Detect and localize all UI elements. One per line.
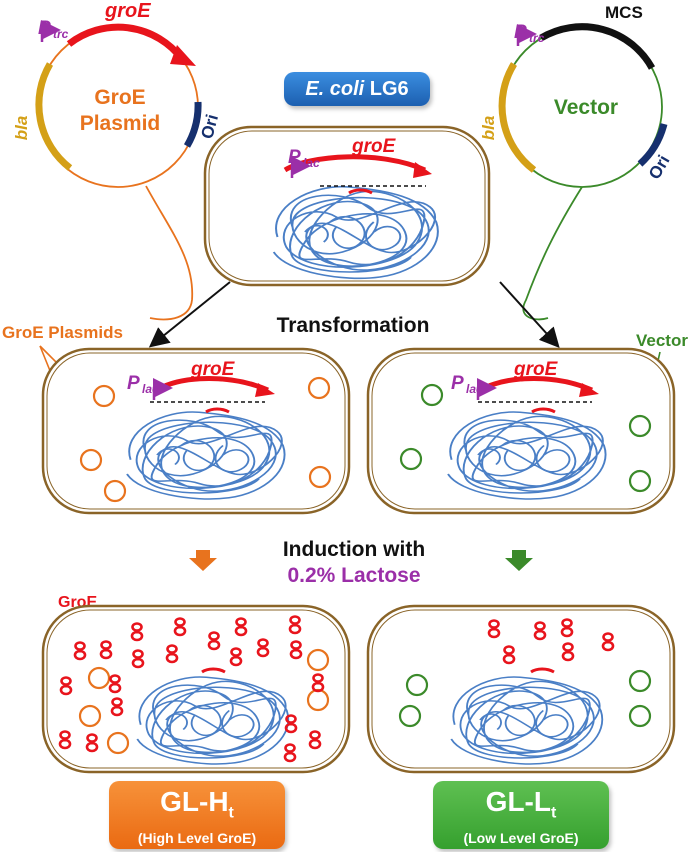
transformation-label: Transformation bbox=[277, 314, 430, 337]
cell-with-groe-plasmids bbox=[41, 347, 351, 515]
cell-gl-ht bbox=[41, 604, 351, 774]
strain-label-gl-ht: GL-Ht (High Level GroE) bbox=[109, 781, 285, 849]
plasmid-bla-label: bla bbox=[12, 116, 31, 141]
midright-promoter-sub: lac bbox=[466, 382, 483, 396]
host-strain-badge: E. coli LG6 bbox=[284, 72, 430, 106]
induction-line1: Induction with bbox=[283, 538, 425, 561]
strain-description: (Low Level GroE) bbox=[463, 829, 579, 846]
vector-connector-line bbox=[522, 186, 583, 321]
cell-gl-lt bbox=[366, 604, 676, 774]
plasmid-promoter-p: P bbox=[38, 18, 51, 39]
groe-plasmid-map bbox=[35, 20, 202, 188]
groe-plasmids-pointer-label: GroE Plasmids bbox=[2, 323, 123, 342]
vector-pointer-label: Vector bbox=[636, 331, 688, 350]
transform-arrow-right bbox=[499, 281, 560, 348]
transform-arrow-left bbox=[148, 281, 231, 348]
host-promoter-sub: lac bbox=[303, 156, 320, 170]
midleft-promoter-sub: lac bbox=[142, 382, 159, 396]
midleft-groe-label: groE bbox=[190, 359, 236, 380]
vector-promoter-sub: trc bbox=[529, 31, 545, 45]
host-species-label: E. coli bbox=[305, 78, 365, 100]
induction-line2: 0.2% Lactose bbox=[287, 564, 420, 587]
plasmid-connector-line bbox=[145, 185, 194, 321]
midleft-promoter-p: P bbox=[127, 373, 140, 394]
down-arrow-icon bbox=[505, 550, 533, 571]
down-arrow-icon bbox=[189, 550, 217, 571]
vector-map bbox=[498, 23, 668, 188]
plasmid-ori-label: Ori bbox=[197, 112, 222, 141]
host-promoter-p: P bbox=[288, 147, 301, 168]
host-strain-label: LG6 bbox=[369, 78, 409, 100]
plasmid-groe-gene-label: groE bbox=[104, 0, 151, 22]
vector-mcs-label: MCS bbox=[605, 3, 643, 22]
vector-bla-label: bla bbox=[479, 116, 498, 141]
vector-promoter-p: P bbox=[514, 22, 527, 43]
plasmid-promoter-sub: trc bbox=[53, 27, 69, 41]
midright-groe-label: groE bbox=[513, 359, 559, 380]
strain-name: GL-Ht bbox=[160, 786, 234, 822]
host-groe-label: groE bbox=[351, 136, 397, 157]
plasmid-name-line2: Plasmid bbox=[80, 112, 161, 135]
vector-name-label: Vector bbox=[554, 96, 618, 119]
plasmid-name-line1: GroE bbox=[94, 86, 145, 109]
midright-promoter-p: P bbox=[451, 373, 464, 394]
strain-name: GL-Lt bbox=[485, 786, 557, 822]
strain-label-gl-lt: GL-Lt (Low Level GroE) bbox=[433, 781, 609, 849]
cell-with-vector bbox=[366, 347, 676, 515]
strain-description: (High Level GroE) bbox=[137, 829, 257, 846]
host-cell-lg6 bbox=[203, 125, 491, 287]
